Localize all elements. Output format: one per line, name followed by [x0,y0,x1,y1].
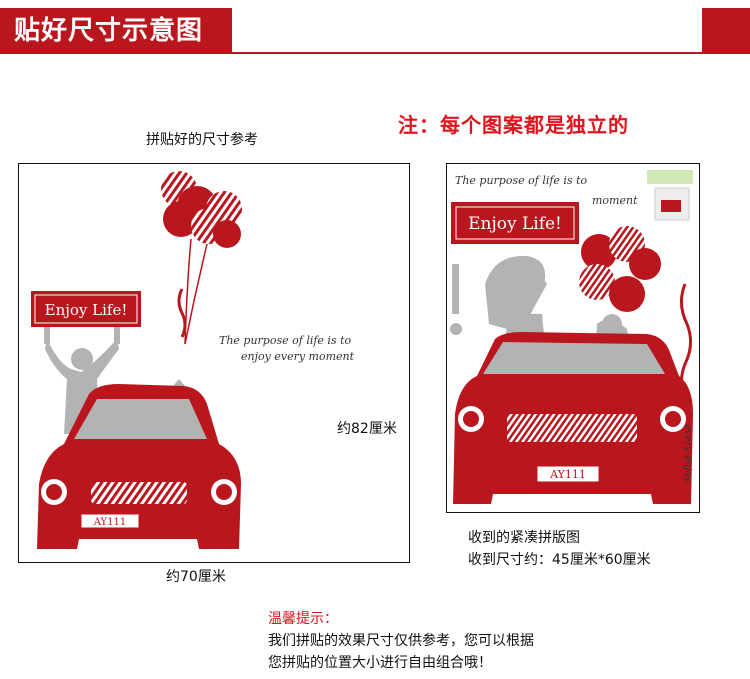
width-dimension-label: 约70厘米 [166,569,226,585]
thumbnail-preview [647,170,693,221]
right-script-line-2: moment [592,194,638,207]
header-divider [0,52,750,54]
sign-text: Enjoy Life! [45,301,128,319]
right-sign-text: Enjoy Life! [468,214,562,234]
car-illustration: AY111 [37,384,241,549]
compact-sheet-illustration: The purpose of life is to moment Enjoy L… [450,170,693,504]
right-caption-title: 收到的紧凑拼版图 [468,530,580,546]
page-title: 贴好尺寸示意图 [14,16,204,46]
script-line-2: enjoy every moment [241,350,355,363]
woman-silhouette [44,314,120,434]
header-accent-block [702,8,750,54]
right-vertical-script: every enjoy [682,424,693,483]
left-caption: 拼贴好的尺寸参考 [146,132,258,148]
script-line-1: The purpose of life is to [219,334,352,347]
right-balloons [579,226,661,312]
plate-text: AY111 [93,517,127,528]
right-car-illustration: AY111 [453,332,693,504]
tips-line-1: 我们拼贴的效果尺寸仅供参考，您可以根据 [268,633,534,649]
tips-title: 温馨提示： [268,611,338,627]
enjoy-life-sign: Enjoy Life! [31,291,141,327]
header-banner: 贴好尺寸示意图 [0,8,232,54]
right-caption-size: 收到尺寸约：45厘米*60厘米 [468,552,651,568]
right-plate-text: AY111 [549,468,586,481]
independent-pattern-note: 注：每个图案都是独立的 [398,113,629,137]
compact-layout-frame: The purpose of life is to moment Enjoy L… [446,163,700,513]
right-script-line-1: The purpose of life is to [455,174,588,187]
balloons-cluster [161,171,242,345]
assembled-sticker-illustration: Enjoy Life! AY111 The purpose of life is… [31,171,355,549]
height-dimension-label: 约82厘米 [337,421,397,437]
tips-line-2: 您拼贴的位置大小进行自由组合哦！ [268,655,492,671]
assembled-preview-frame: Enjoy Life! AY111 The purpose of life is… [18,163,410,563]
right-enjoy-life-sign: Enjoy Life! [451,202,579,244]
